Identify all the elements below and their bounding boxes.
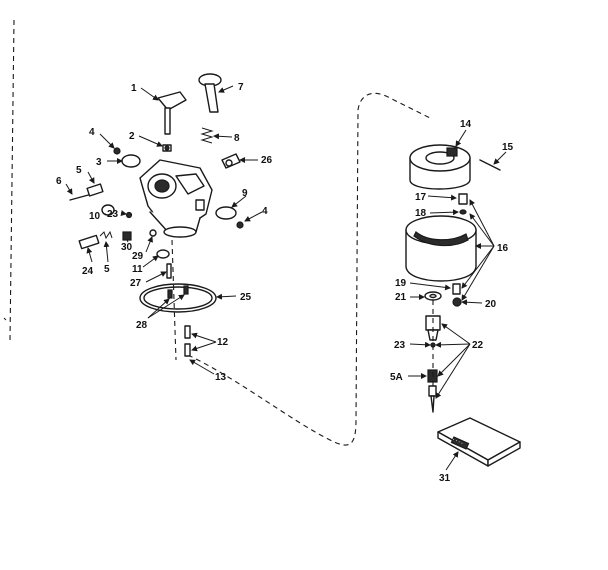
screw-lower-part <box>236 221 244 229</box>
washer-part <box>101 204 115 216</box>
bowl-screws-part <box>184 325 191 357</box>
booklet-label: · · · · <box>451 437 464 447</box>
drain-valve-part <box>452 297 462 307</box>
callout-26: 26 <box>261 155 273 166</box>
callout-28: 28 <box>136 320 148 331</box>
callout-25: 25 <box>240 292 252 303</box>
callout-3: 3 <box>96 157 102 168</box>
callout-14: 14 <box>460 119 472 130</box>
callout-5-lower: 5 <box>104 264 110 275</box>
carb-axis-line <box>171 239 177 361</box>
callout-10: 10 <box>89 211 101 222</box>
callout-16: 16 <box>497 243 509 254</box>
float-bowl-part <box>405 215 477 282</box>
choke-shaft-part <box>198 73 222 113</box>
callout-6: 6 <box>56 176 62 187</box>
callout-8: 8 <box>234 133 240 144</box>
callout-2: 2 <box>129 131 135 142</box>
main-needle-part <box>78 230 113 250</box>
callout-12: 12 <box>217 337 229 348</box>
callout-27: 27 <box>130 278 142 289</box>
screw-upper-part <box>113 147 121 155</box>
callout-4-lower: 4 <box>262 206 268 217</box>
callout-19: 19 <box>395 278 407 289</box>
throttle-screw-part <box>162 144 172 152</box>
callout-17: 17 <box>415 192 427 203</box>
callout-22: 22 <box>472 340 484 351</box>
carburetor-body-part <box>139 159 213 238</box>
check-ball-part <box>125 211 133 219</box>
adjust-needle-part <box>428 385 437 413</box>
assembly-routing-line <box>187 92 431 446</box>
throttle-plate-part <box>121 154 141 168</box>
callout-30: 30 <box>121 242 133 253</box>
idle-needle-part <box>69 183 104 201</box>
leader-lines <box>65 85 507 471</box>
callout-13: 13 <box>215 372 227 383</box>
callout-1: 1 <box>131 83 137 94</box>
callout-23-right: 23 <box>394 340 406 351</box>
callout-9: 9 <box>242 188 248 199</box>
instruction-booklet-part: · · · · <box>437 417 521 467</box>
bowl-gasket-part <box>139 283 217 313</box>
float-part <box>409 144 471 190</box>
bowl-spring-part <box>452 283 461 295</box>
callout-23-left: 23 <box>107 209 119 220</box>
callout-31: 31 <box>439 473 451 484</box>
pins-part <box>167 285 189 299</box>
o-ring-part <box>149 229 157 237</box>
callout-15: 15 <box>502 142 514 153</box>
callout-21: 21 <box>395 292 407 303</box>
bowl-washer-part <box>424 291 442 301</box>
margin-tick <box>3 317 7 321</box>
callout-20: 20 <box>485 299 497 310</box>
callout-29: 29 <box>132 251 144 262</box>
callout-7: 7 <box>238 82 244 93</box>
callout-11: 11 <box>132 264 143 275</box>
float-pin-part <box>479 159 501 171</box>
fuel-fitting-part <box>221 153 241 169</box>
callout-4-upper: 4 <box>89 127 95 138</box>
throttle-shaft-part <box>157 91 187 135</box>
float-shaft-part <box>166 263 172 279</box>
choke-spring-part <box>200 127 214 144</box>
callout-5-upper: 5 <box>76 165 82 176</box>
float-screw-part <box>458 193 468 215</box>
choke-plate-part <box>215 206 237 220</box>
seat-part <box>122 231 132 241</box>
float-shaft-washer-part <box>156 249 170 259</box>
callout-5A: 5A <box>390 372 403 383</box>
callout-18: 18 <box>415 208 427 219</box>
page-margin-line <box>9 19 15 341</box>
callout-24: 24 <box>82 266 94 277</box>
